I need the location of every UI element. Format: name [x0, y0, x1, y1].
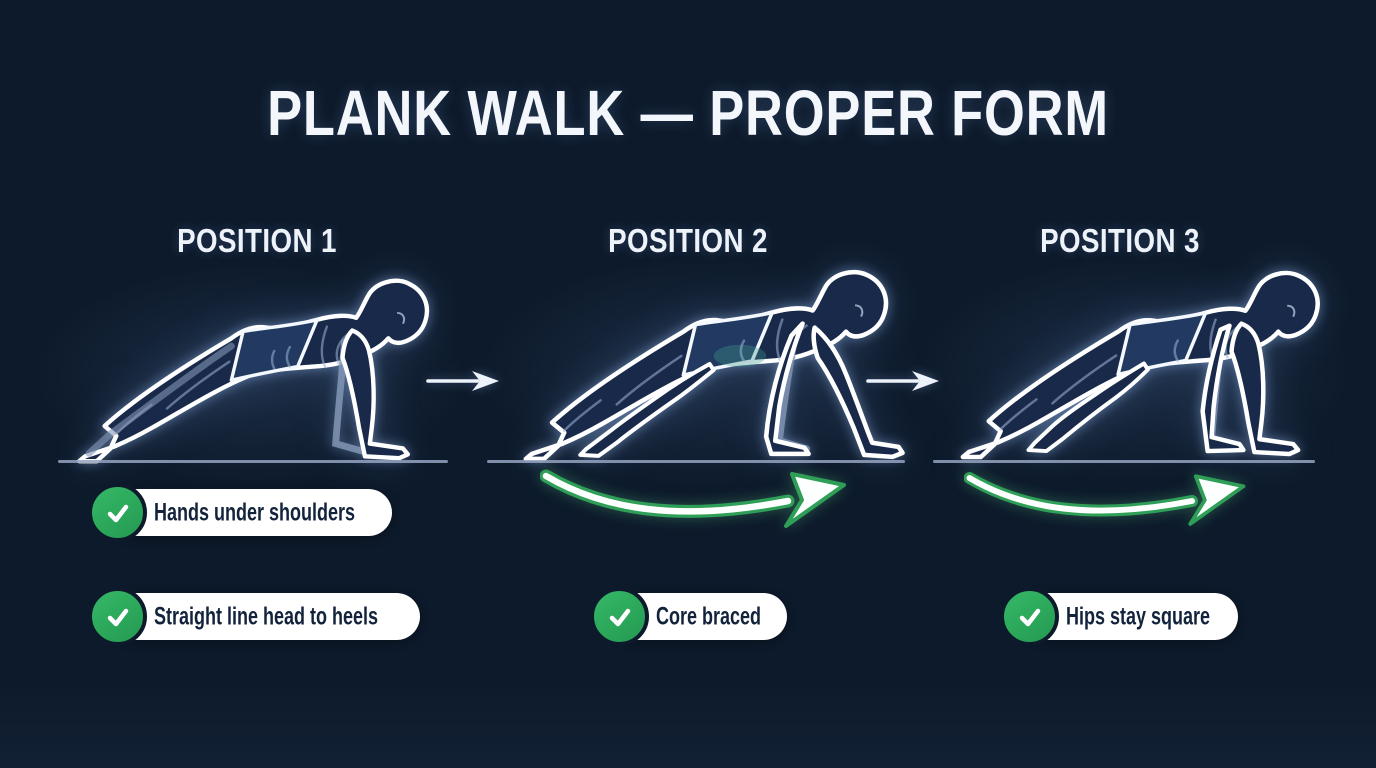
right-arrow-icon	[426, 371, 499, 391]
position-1-label: POSITION 1	[177, 222, 337, 259]
curved-motion-arrow-icon	[964, 472, 1246, 526]
position-3-label: POSITION 3	[1040, 222, 1200, 259]
checklist-item-hands: Hands under shoulders	[88, 483, 392, 542]
checklist-label: Hips stay square	[1066, 602, 1211, 630]
floor-line	[487, 460, 905, 463]
checklist-label: Straight line head to heels	[154, 602, 379, 630]
page-title: PLANK WALK — PROPER FORM	[267, 77, 1109, 149]
checklist-item-core: Core braced	[590, 587, 787, 646]
checklist-label: Core braced	[656, 602, 762, 630]
floor-line	[933, 460, 1315, 463]
background-gradient	[0, 678, 1376, 768]
check-icon	[88, 483, 147, 542]
curved-motion-arrow-icon	[540, 469, 846, 528]
checklist-item-straight-line: Straight line head to heels	[88, 587, 420, 646]
right-arrow-icon	[866, 371, 939, 391]
plank-figure-position-1	[77, 278, 430, 464]
plank-figure-position-2	[523, 269, 905, 462]
check-icon	[1000, 587, 1059, 646]
check-icon	[88, 587, 147, 646]
position-2-label: POSITION 2	[608, 222, 768, 259]
checklist-item-hips: Hips stay square	[1000, 587, 1238, 646]
checklist-label: Hands under shoulders	[154, 498, 356, 526]
plank-figure-position-3	[960, 270, 1320, 460]
check-icon	[590, 587, 649, 646]
floor-line	[58, 460, 448, 463]
